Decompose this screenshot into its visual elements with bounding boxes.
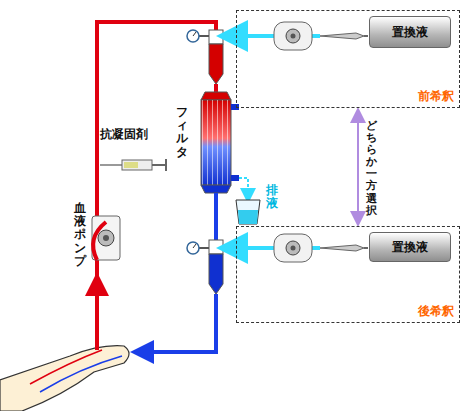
part-label: 排液 <box>266 184 278 210</box>
syringe <box>100 159 166 171</box>
dilution-group: 前希釈 置換液 <box>236 10 460 108</box>
part-label: フィルタ <box>176 106 188 159</box>
node-text: 置換液 <box>370 24 450 41</box>
venous-chamber <box>187 193 223 294</box>
venous-line <box>142 294 216 352</box>
part-label: 血液ポンプ <box>74 202 86 268</box>
fluid-bag: 置換液 <box>369 16 451 48</box>
dilution-group: 後希釈 置換液 <box>236 226 460 323</box>
patient-arm <box>0 346 129 411</box>
blood-pump <box>92 216 120 260</box>
drain-cup <box>236 200 260 224</box>
replacement-pump <box>232 22 368 50</box>
filter <box>201 92 239 193</box>
node-text: 前希釈 <box>418 88 454 105</box>
node-text: 置換液 <box>370 239 450 256</box>
drip-chamber <box>187 30 223 92</box>
drain-line <box>239 178 248 196</box>
edge-label: どちらか一方選択 <box>366 120 377 217</box>
drain-fluid <box>238 210 258 224</box>
replacement-pump <box>232 234 368 262</box>
selection-arrow <box>357 111 359 223</box>
arterial-line <box>97 22 216 350</box>
fluid-bag: 置換液 <box>369 232 451 262</box>
flow-arrow <box>95 284 99 300</box>
node-text: 後希釈 <box>418 303 454 320</box>
part-label: 抗凝固剤 <box>100 126 148 143</box>
